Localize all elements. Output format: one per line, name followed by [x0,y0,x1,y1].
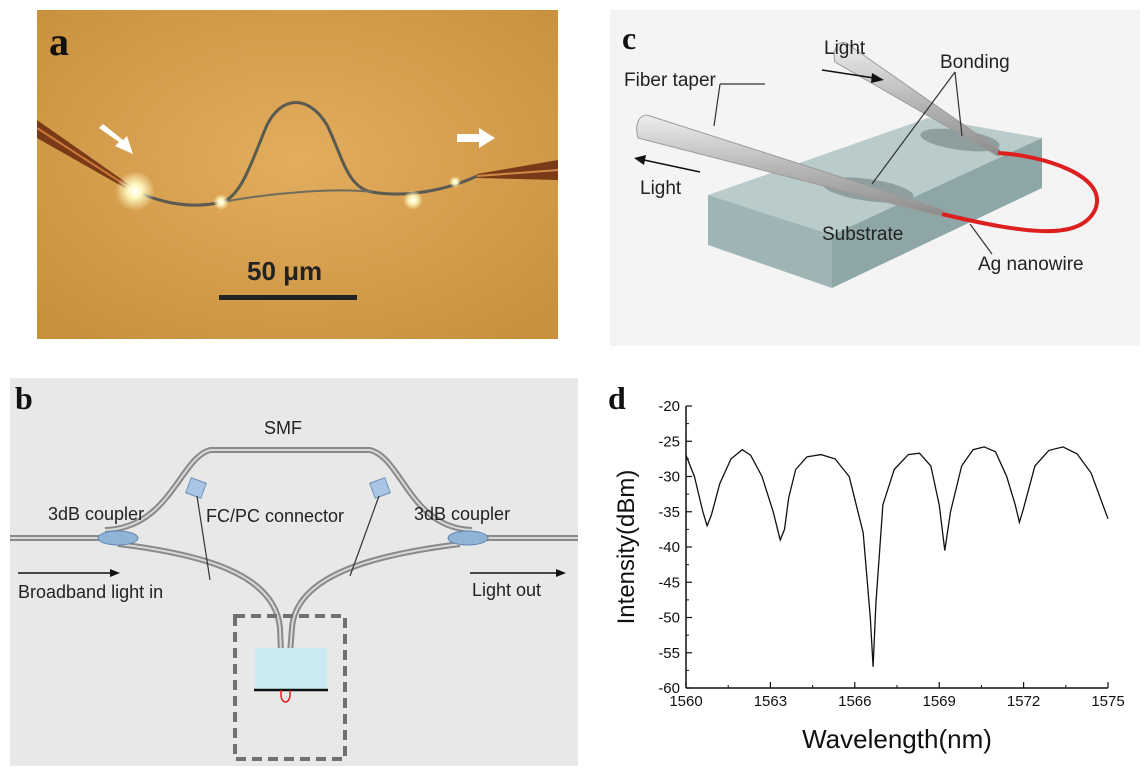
y-tick-label: -30 [658,469,680,486]
y-tick-label: -40 [658,539,680,556]
connector-left-icon [185,477,207,499]
input-glow [115,171,155,211]
coupler-right-icon [447,530,489,546]
x-tick-label: 1566 [838,693,871,710]
y-tick-label: -20 [658,398,680,415]
bonding-label: Bonding [940,52,1010,73]
ag-nanowire [941,151,1099,234]
device-schematic [610,10,1140,346]
coupler-left-label: 3dB coupler [48,504,145,524]
x-tick-label: 1569 [923,693,956,710]
y-tick-label: -25 [658,433,680,450]
x-tick-label: 1572 [1007,693,1040,710]
panel-a: a 50 μm [36,10,559,339]
nanowire-loop [280,690,291,703]
light-out-label: Light out [472,580,542,600]
interferometer-schematic [10,378,578,766]
y-tick-label: -50 [658,610,680,627]
y-tick-label: -45 [658,574,680,591]
light-in-label: Broadband light in [18,582,164,602]
panel-b-label: b [15,380,33,416]
coupler-right-label: 3dB coupler [414,504,511,524]
arrow-in-icon [99,124,133,154]
arrow-out-icon [470,569,566,577]
light-bottom-label: Light [640,178,682,199]
x-tick-label: 1575 [1091,693,1124,710]
nanowire-label: Ag nanowire [978,254,1084,275]
x-tick-label: 1563 [754,693,787,710]
connector-label: FC/PC connector [206,506,345,526]
arrow-in-icon [18,569,120,577]
substrate-label: Substrate [822,224,904,245]
panel-d-label: d [608,380,626,416]
panel-a-label: a [49,19,69,64]
light-top-label: Light [824,38,866,59]
y-axis-label: Intensity(dBm) [613,470,640,625]
substrate-front [708,195,832,288]
sensor-box [233,614,347,761]
x-tick-label: 1560 [669,693,702,710]
panel-c: c Light Bonding Fiber taper Light Substr… [610,10,1140,346]
connector-right-icon [369,477,391,499]
x-axis-label: Wavelength(nm) [802,724,992,754]
scale-bar [219,295,357,300]
panel-c-label: c [622,20,637,56]
sensor-substrate [255,648,327,690]
coupler-left-icon [97,530,139,546]
y-tick-label: -55 [658,645,680,662]
fiber-taper-top [833,41,1001,157]
y-tick-label: -60 [658,680,680,697]
micrograph-image [36,10,559,339]
arrow-right-icon [821,69,884,83]
series-line-0 [685,446,1109,667]
arrow-left-icon [634,155,701,173]
smf-label: SMF [264,418,302,438]
scale-bar-label: 50 μm [247,256,323,286]
fiber-taper-label: Fiber taper [624,70,716,91]
y-tick-label: -35 [658,504,680,521]
arrow-out-icon [457,128,495,148]
panel-b: b SMF 3dB coupler FC/PC connector 3dB co… [10,378,578,766]
fiber-taper-bottom [636,114,945,217]
